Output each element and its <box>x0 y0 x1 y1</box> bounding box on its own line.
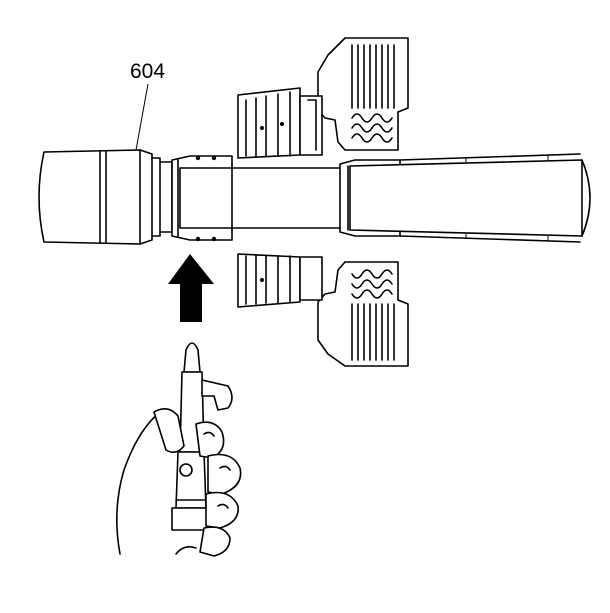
tool-604-body <box>38 149 141 245</box>
clutch-housing-upper <box>237 37 409 159</box>
callout-leader-line <box>135 83 149 151</box>
shaft <box>38 149 591 245</box>
shaft-output <box>349 159 583 237</box>
return-springs-upper <box>351 113 393 143</box>
friction-plate-stack-lower <box>351 303 395 361</box>
shaft-main <box>179 167 351 229</box>
callout-label: 604 <box>130 60 165 83</box>
airflow-arrow <box>168 254 214 322</box>
hand <box>116 408 242 557</box>
callout-604: 604 <box>130 60 165 151</box>
return-springs-lower <box>351 269 393 299</box>
friction-plate-stack-upper <box>351 44 395 109</box>
clutch-housing-lower <box>237 253 409 367</box>
